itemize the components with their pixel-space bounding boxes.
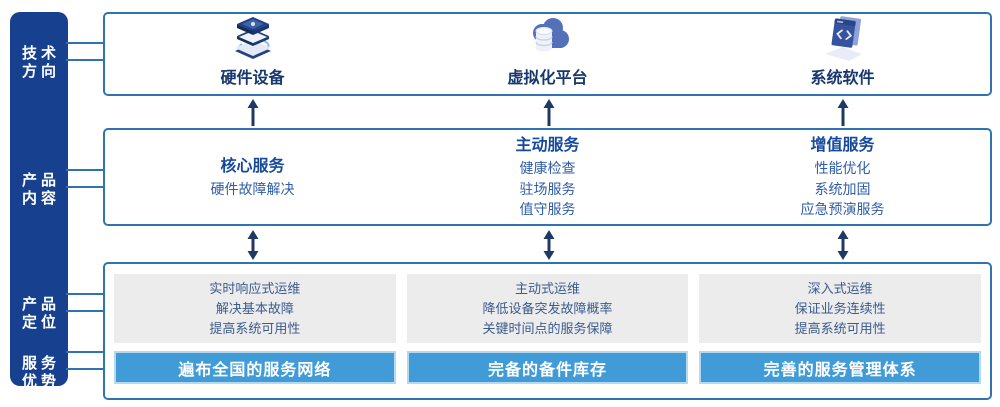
connector-line [66, 42, 104, 44]
service-item: 应急预演服务 [800, 201, 885, 218]
advantage-bar: 完备的备件库存 [406, 351, 689, 384]
tech-item-virtualization: 虚拟化平台 [400, 14, 695, 94]
connector-line [66, 186, 104, 188]
connector-line [66, 310, 104, 312]
sidebar-label-tech-direction: 技术 方向 [21, 45, 60, 80]
positioning-line: 关键时间点的服务保障 [482, 320, 613, 336]
positioning-line: 降低设备突发故障概率 [482, 300, 613, 316]
bottom-column: 主动式运维 降低设备突发故障概率 关键时间点的服务保障 完备的备件库存 [406, 274, 689, 384]
connector-line [66, 169, 104, 171]
positioning-line: 主动式运维 [515, 280, 581, 296]
bottom-column: 实时响应式运维 解决基本故障 提高系统可用性 遍布全国的服务网络 [114, 274, 396, 384]
service-item: 系统加固 [814, 180, 871, 197]
bottom-column: 深入式运维 保证业务连续性 提高系统可用性 完善的服务管理体系 [699, 274, 982, 384]
tech-item-hardware: 硬件设备 [105, 14, 400, 94]
product-content-box: 核心服务 硬件故障解决 主动服务 健康检查 驻场服务 值守服务 增值服务 性能优… [103, 128, 992, 226]
sidebar-label-product-positioning: 产品 定位 [21, 296, 60, 331]
service-item: 健康检查 [519, 160, 576, 177]
positioning-card: 实时响应式运维 解决基本故障 提高系统可用性 [114, 274, 396, 343]
service-column-proactive: 主动服务 健康检查 驻场服务 值守服务 [400, 130, 695, 224]
up-arrow [247, 99, 259, 126]
positioning-line: 提高系统可用性 [209, 320, 301, 336]
double-arrow [543, 230, 555, 260]
software-window-icon [820, 14, 866, 62]
positioning-line: 实时响应式运维 [209, 280, 301, 296]
positioning-line: 解决基本故障 [215, 300, 294, 316]
service-column-value-added: 增值服务 性能优化 系统加固 应急预演服务 [695, 130, 990, 224]
advantage-bar: 遍布全国的服务网络 [114, 351, 396, 384]
service-item: 驻场服务 [519, 180, 576, 197]
service-item: 硬件故障解决 [210, 180, 295, 197]
positioning-line: 提高系统可用性 [794, 320, 886, 336]
service-column-core: 核心服务 硬件故障解决 [105, 130, 400, 224]
connector-line [66, 59, 104, 61]
server-stack-icon [229, 16, 277, 62]
positioning-line: 深入式运维 [807, 280, 873, 296]
up-arrow [837, 99, 849, 126]
double-arrow [837, 230, 849, 260]
positioning-advantage-box: 实时响应式运维 解决基本故障 提高系统可用性 遍布全国的服务网络 主动式运维 降… [103, 262, 992, 400]
tech-label: 硬件设备 [220, 70, 285, 87]
positioning-line: 保证业务连续性 [794, 300, 886, 316]
connector-line [66, 351, 104, 353]
positioning-card: 主动式运维 降低设备突发故障概率 关键时间点的服务保障 [406, 274, 689, 343]
service-heading: 增值服务 [810, 137, 875, 155]
connector-line [66, 293, 104, 295]
service-item: 性能优化 [814, 160, 871, 177]
service-heading: 主动服务 [515, 137, 580, 155]
double-arrow [247, 230, 259, 260]
advantage-bar: 完善的服务管理体系 [699, 351, 982, 384]
service-heading: 核心服务 [220, 157, 285, 175]
tech-direction-box: 硬件设备 虚拟化平台 [103, 12, 992, 96]
sidebar-label-product-content: 产品 内容 [21, 172, 60, 207]
up-arrow [543, 99, 555, 126]
cloud-database-icon [525, 14, 571, 62]
tech-item-system-software: 系统软件 [695, 14, 990, 94]
sidebar: 技术 方向 产品 内容 产品 定位 服务 优势 [10, 12, 68, 390]
connector-line [66, 368, 104, 370]
tech-label: 虚拟化平台 [507, 70, 588, 87]
sidebar-label-service-advantage: 服务 优势 [21, 355, 60, 390]
positioning-card: 深入式运维 保证业务连续性 提高系统可用性 [699, 274, 982, 343]
service-item: 值守服务 [519, 201, 576, 218]
tech-label: 系统软件 [810, 70, 875, 87]
